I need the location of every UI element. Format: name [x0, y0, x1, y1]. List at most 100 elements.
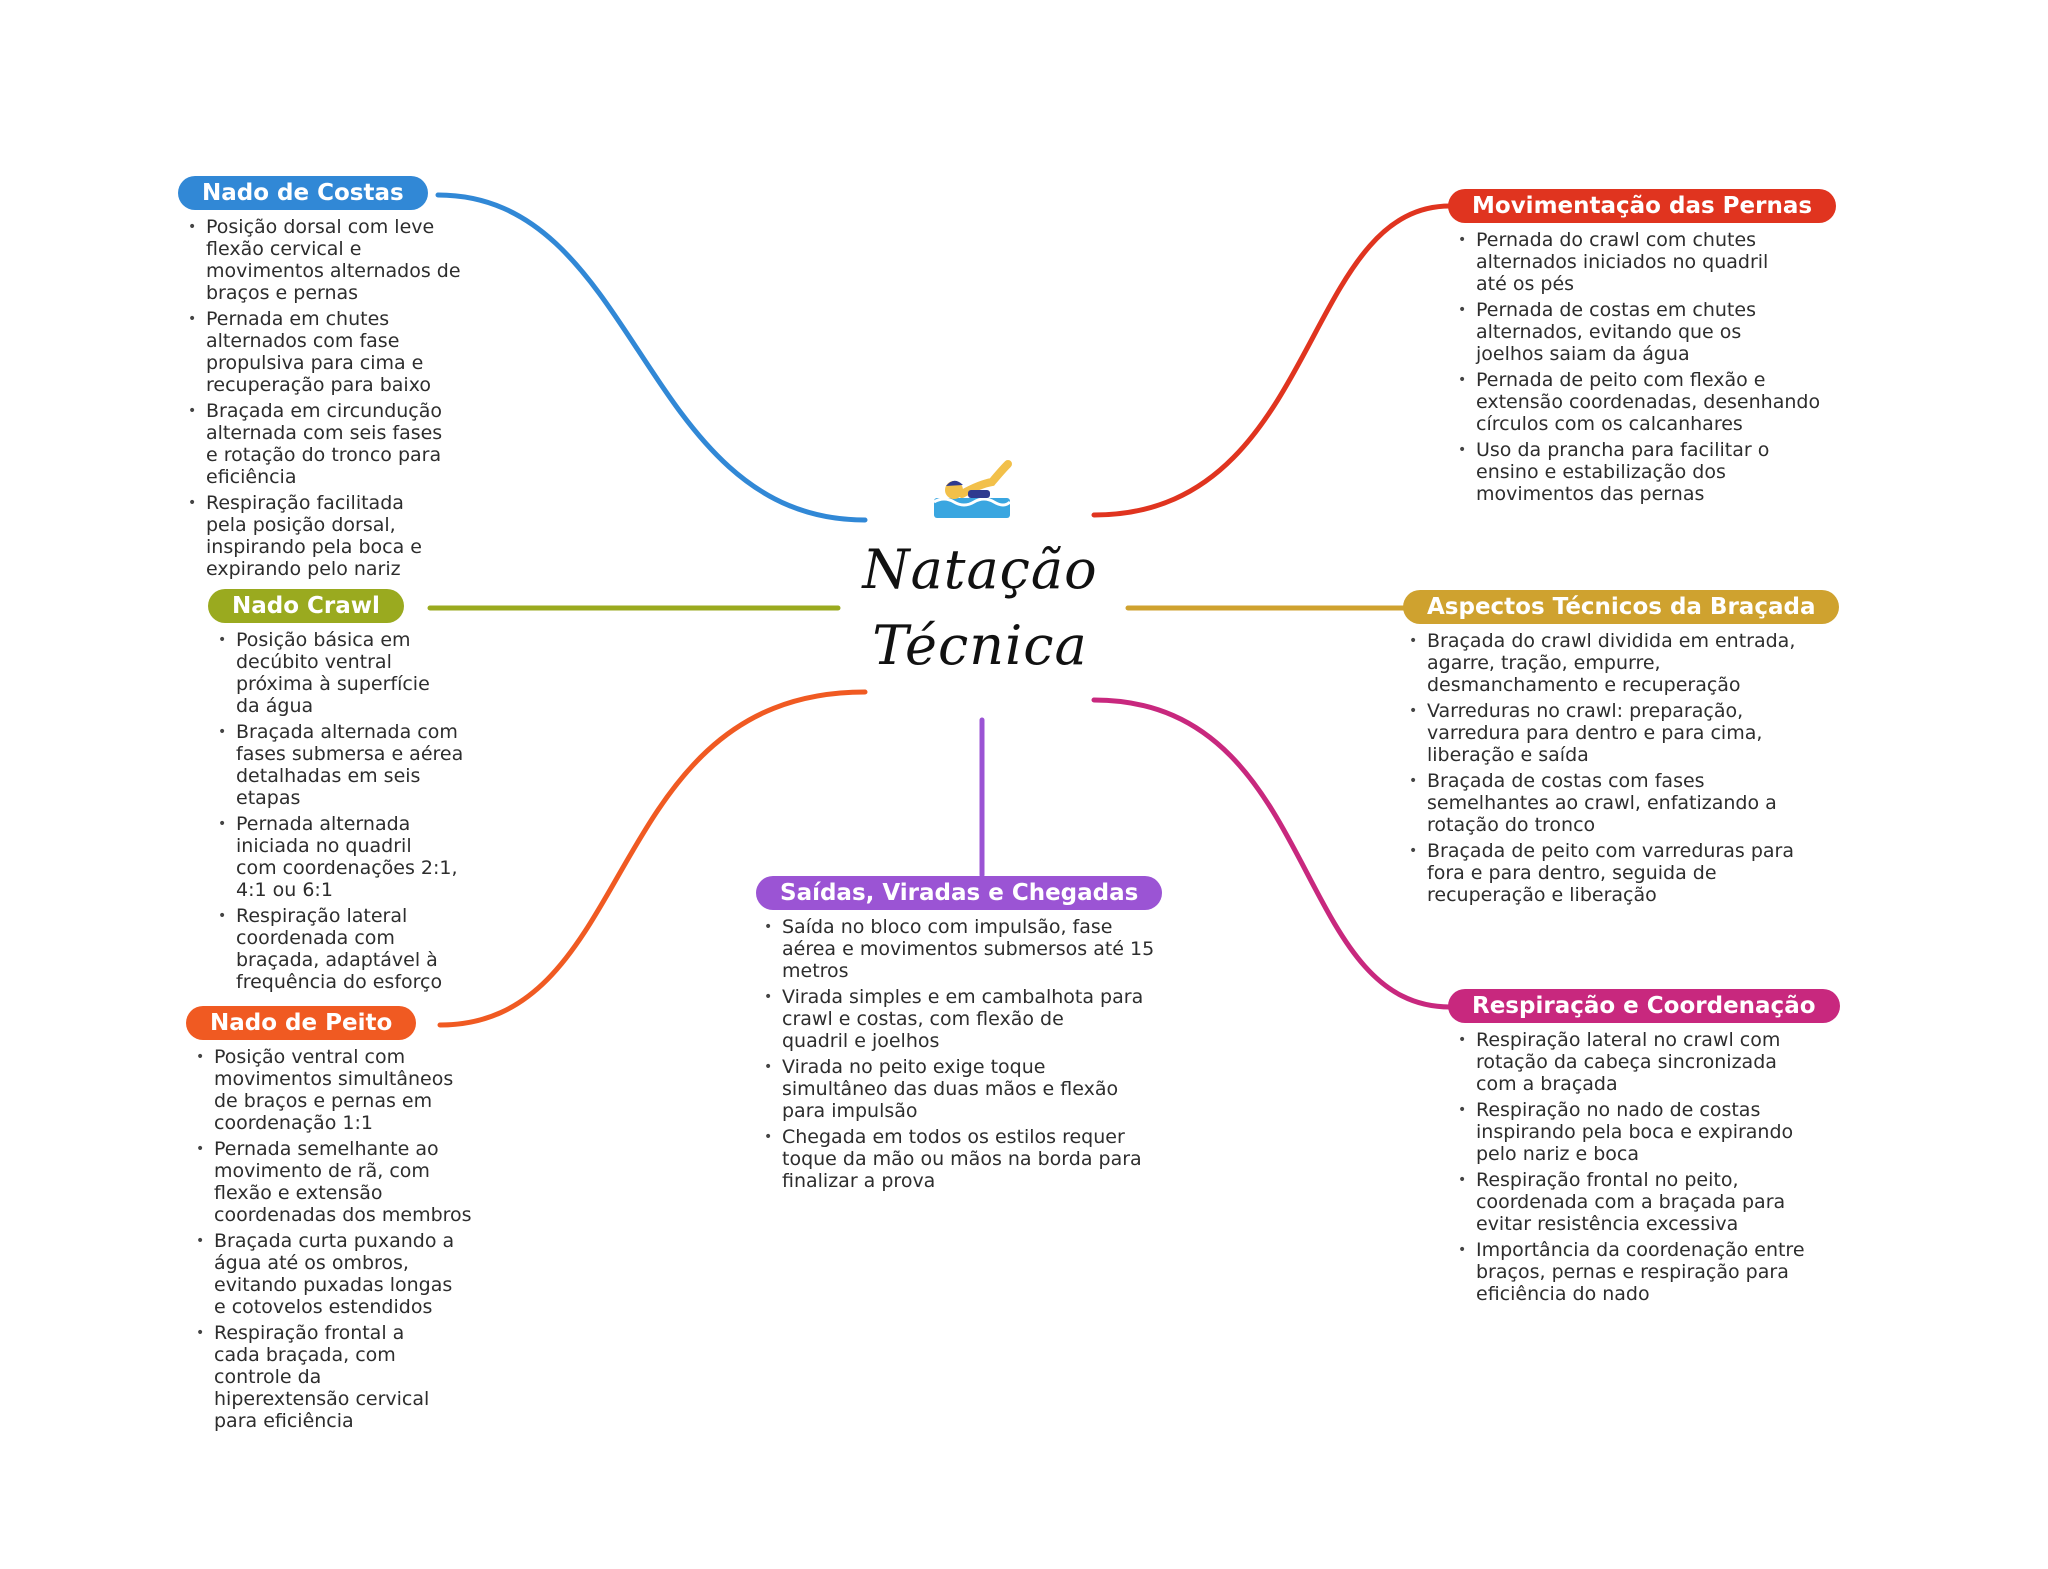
subtopic-line: varredura para dentro e para cima,	[1427, 722, 1763, 744]
branch-nado-de-peito: Nado de Peito Posição ventral commovimen…	[186, 1006, 472, 1436]
subtopic-line: círculos com os calcanhares	[1476, 413, 1743, 435]
subtopic-line: flexão cervical e	[206, 238, 362, 260]
topic-pill-nado-crawl[interactable]: Nado Crawl	[208, 589, 404, 623]
central-title: Natação Técnica	[862, 538, 1098, 677]
subtopic-line: Posição dorsal com leve	[206, 216, 435, 238]
subtopic-line: expirando pelo nariz	[206, 558, 401, 580]
subtopic-line: decúbito ventral	[236, 651, 392, 673]
connector-pernas	[1091, 203, 1453, 518]
subtopic-line: coordenação 1:1	[214, 1112, 373, 1134]
subtopic-line: próxima à superfície	[236, 673, 430, 695]
subtopic-line: cada braçada, com	[214, 1344, 396, 1366]
subtopic-line: Pernada em chutes	[206, 308, 390, 330]
subtopic-line: recuperação para baixo	[206, 374, 431, 396]
subtopic-line: evitando puxadas longas	[214, 1274, 453, 1296]
subtopic-line: Pernada semelhante ao	[214, 1138, 439, 1160]
subtopic-line: Respiração frontal no peito,	[1476, 1169, 1739, 1191]
subtopic-line: recuperação e liberação	[1427, 884, 1657, 906]
subtopic-line: rotação do tronco	[1427, 814, 1596, 836]
subtopic-line: braços e pernas	[206, 282, 359, 304]
branch-saidas-viradas-chegadas: Saídas, Viradas e Chegadas Saída no bloc…	[756, 876, 1163, 1196]
subtopic-line: iniciada no quadril	[236, 835, 412, 857]
subtopic-line: inspirando pela boca e	[206, 536, 422, 558]
topic-pill-nado-de-peito[interactable]: Nado de Peito	[186, 1006, 417, 1040]
subtopic-line: Braçada do crawl dividida em entrada,	[1427, 630, 1796, 652]
subtopic-line: Uso da prancha para facilitar o	[1476, 439, 1770, 461]
subtopic-line: coordenadas dos membros	[214, 1204, 472, 1226]
subtopic-line: fora e para dentro, seguida de	[1427, 862, 1717, 884]
topic-pill-aspectos-tecnicos-da-bracada[interactable]: Aspectos Técnicos da Braçada	[1403, 590, 1840, 624]
subtopic-line: eficiência	[206, 466, 297, 488]
subtopic-line: semelhantes ao crawl, enfatizando a	[1427, 792, 1777, 814]
topic-pill-nado-de-costas[interactable]: Nado de Costas	[178, 176, 428, 210]
subtopic-line: água até os ombros,	[214, 1252, 409, 1274]
subtopic-line: pelo nariz e boca	[1476, 1143, 1639, 1165]
swimmer-icon	[933, 460, 1012, 518]
branch-aspectos-tecnicos-da-bracada: Aspectos Técnicos da Braçada Braçada do …	[1403, 590, 1840, 910]
subtopic-line: da água	[236, 695, 314, 717]
subtopic-line: Braçada de costas com fases	[1427, 770, 1705, 792]
branch-movimentacao-das-pernas: Movimentação das Pernas Pernada do crawl…	[1448, 189, 1837, 509]
subtopic-line: fases submersa e aérea	[236, 743, 464, 765]
subtopic-line: Importância da coordenação entre	[1476, 1239, 1805, 1261]
subtopic-line: pela posição dorsal,	[206, 514, 396, 536]
subtopic-line: alternados com fase	[206, 330, 400, 352]
subtopic-line: extensão coordenadas, desenhando	[1476, 391, 1821, 413]
subtopic-item: Respiração frontal no peito,coordenada c…	[1454, 1169, 1840, 1235]
subtopic-line: ensino e estabilização dos	[1476, 461, 1726, 483]
subtopic-line: Saída no bloco com impulsão, fase	[782, 916, 1113, 938]
subtopic-line: toque da mão ou mãos na borda para	[782, 1148, 1142, 1170]
subtopic-line: Respiração frontal a	[214, 1322, 405, 1344]
subtopic-line: rotação da cabeça sincronizada	[1476, 1051, 1777, 1073]
branch-respiracao-e-coordenacao: Respiração e Coordenação Respiração late…	[1448, 989, 1840, 1309]
subtopic-line: detalhadas em seis	[236, 765, 421, 787]
topic-pill-movimentacao-das-pernas[interactable]: Movimentação das Pernas	[1448, 189, 1837, 223]
subtopic-line: para eficiência	[214, 1410, 354, 1432]
subtopic-line: e cotovelos estendidos	[214, 1296, 433, 1318]
subtopic-item: Chegada em todos os estilos requertoque …	[760, 1126, 1162, 1192]
subtopic-line: finalizar a prova	[782, 1170, 936, 1192]
subtopic-line: Respiração no nado de costas	[1476, 1099, 1761, 1121]
subtopic-line: quadril e joelhos	[782, 1030, 940, 1052]
subtopic-line: com a braçada	[1476, 1073, 1618, 1095]
subtopic-line: braços, pernas e respiração para	[1476, 1261, 1789, 1283]
subtopic-item: Braçada de peito com varreduras parafora…	[1405, 840, 1839, 906]
subtopic-line: Virada simples e em cambalhota para	[782, 986, 1144, 1008]
topic-pill-saidas-viradas-chegadas[interactable]: Saídas, Viradas e Chegadas	[756, 876, 1163, 910]
subtopic-line: Braçada em circundução	[206, 400, 443, 422]
subtopic-line: braçada, adaptável à	[236, 949, 438, 971]
subtopic-line: Pernada alternada	[236, 813, 411, 835]
subtopic-line: coordenada com	[236, 927, 395, 949]
subtopic-line: inspirando pela boca e expirando	[1476, 1121, 1794, 1143]
topic-pill-respiracao-e-coordenacao[interactable]: Respiração e Coordenação	[1448, 989, 1840, 1023]
subtopic-line: até os pés	[1476, 273, 1575, 295]
subtopic-item: Importância da coordenação entrebraços, …	[1454, 1239, 1840, 1305]
subtopic-line: e rotação do tronco para	[206, 444, 442, 466]
subtopic-line: Braçada alternada com	[236, 721, 458, 743]
subtopic-line: movimentos simultâneos	[214, 1068, 454, 1090]
subtopic-line: Respiração lateral	[236, 905, 408, 927]
subtopic-line: desmanchamento e recuperação	[1427, 674, 1741, 696]
subtopic-line: Respiração facilitada	[206, 492, 404, 514]
